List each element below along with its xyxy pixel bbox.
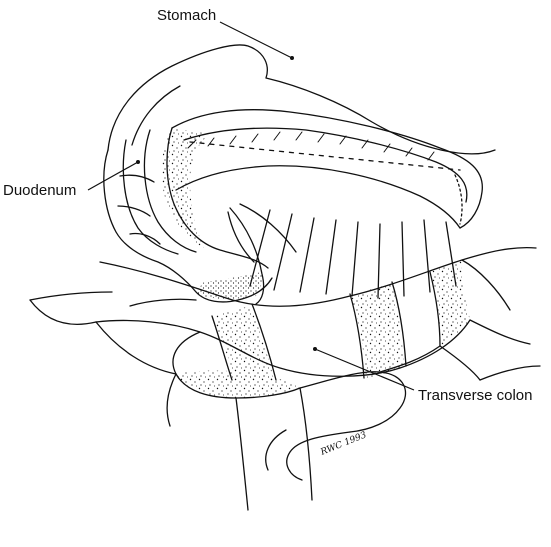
stomach-leader — [220, 22, 292, 58]
transverse-colon-outline — [100, 248, 536, 307]
duodenum-leader — [88, 162, 138, 190]
artist-signature: RWC 1993 — [318, 430, 368, 458]
label-duodenum: Duodenum — [3, 182, 76, 199]
label-stomach: Stomach — [157, 7, 216, 24]
stomach-outline — [108, 45, 495, 154]
label-transverse-colon: Transverse colon — [418, 387, 533, 404]
